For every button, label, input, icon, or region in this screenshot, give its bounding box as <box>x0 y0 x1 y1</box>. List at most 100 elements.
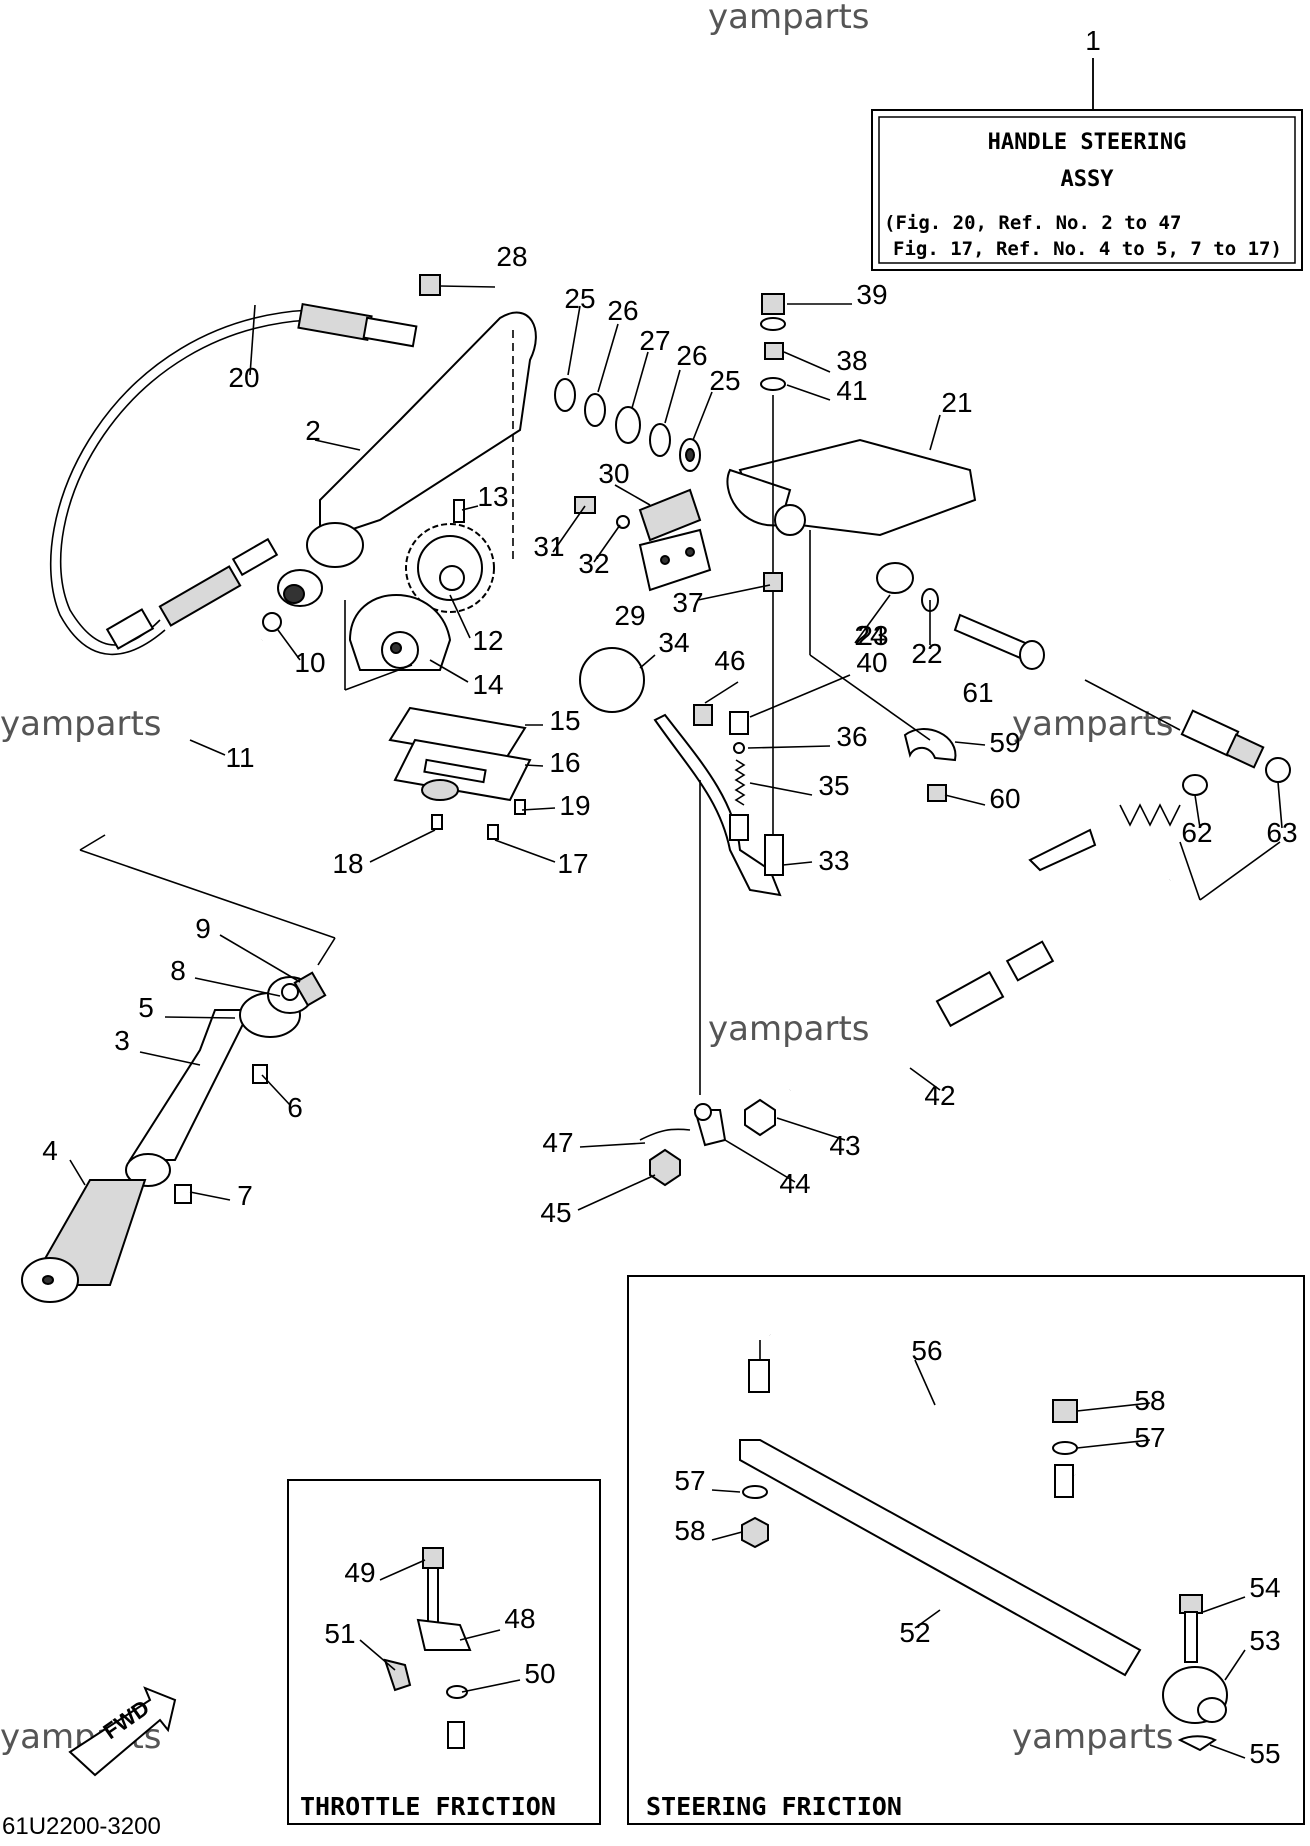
part-washers-25-27 <box>554 378 701 472</box>
leader-line <box>494 839 556 863</box>
leader-line <box>914 1609 941 1629</box>
callout-47: 47 <box>542 1127 573 1158</box>
callout-44: 44 <box>779 1168 810 1199</box>
callout-1: 1 <box>1085 25 1101 56</box>
part-plates-15-16 <box>388 706 532 840</box>
inset-throttle-friction: THROTTLE FRICTION <box>287 1479 601 1825</box>
inset-steering-friction: STEERING FRICTION <box>627 1275 1305 1825</box>
callout-32: 32 <box>578 548 609 579</box>
callout-57: 57 <box>674 1465 705 1496</box>
leader-line <box>697 584 771 601</box>
watermark-center: yamparts <box>708 1009 870 1049</box>
assembly-title-line1: HANDLE STEERING <box>988 130 1187 155</box>
leader-line <box>189 1191 231 1201</box>
callout-51: 51 <box>324 1618 355 1649</box>
leader-line <box>314 439 361 451</box>
callout-43: 43 <box>829 1130 860 1161</box>
leader-line <box>552 505 586 553</box>
callout-33: 33 <box>818 845 849 876</box>
inset-steering-caption: STEERING FRICTION <box>646 1792 902 1821</box>
callout-14: 14 <box>472 669 503 700</box>
callout-4: 4 <box>42 1135 58 1166</box>
leader-line <box>749 782 813 796</box>
leader-line <box>944 794 986 806</box>
part-tiller-arm-2 <box>277 311 537 607</box>
leader-line <box>914 1359 936 1406</box>
leader-line <box>711 1531 743 1541</box>
callout-60: 60 <box>989 783 1020 814</box>
leader-line <box>579 1142 646 1148</box>
leader-line <box>1076 1402 1151 1412</box>
callout-42: 42 <box>924 1080 955 1111</box>
callout-50: 50 <box>524 1658 555 1689</box>
callout-62: 62 <box>1181 817 1212 848</box>
leader-line <box>461 1679 521 1693</box>
callout-18: 18 <box>332 848 363 879</box>
watermark-left: yamparts <box>0 704 162 744</box>
watermark-right: yamparts <box>1012 704 1174 744</box>
leader-line <box>1277 781 1283 829</box>
part-gear-12 <box>405 499 495 613</box>
part-bushing-22-24 <box>876 562 1045 670</box>
leader-line <box>521 807 556 811</box>
leader-line <box>429 659 469 683</box>
leader-line <box>359 1639 396 1671</box>
inset-throttle-caption: THROTTLE FRICTION <box>300 1792 556 1821</box>
leader-line <box>449 594 471 639</box>
leader-line <box>704 681 739 704</box>
callout-45: 45 <box>540 1197 571 1228</box>
callout-13: 13 <box>477 481 508 512</box>
leader-line <box>954 741 986 746</box>
leader-line <box>1202 1596 1246 1613</box>
callout-leader-lines <box>69 58 1283 1759</box>
leader-line <box>461 505 479 511</box>
leader-line <box>692 391 713 441</box>
callout-55: 55 <box>1249 1738 1280 1769</box>
callout-36: 36 <box>836 721 867 752</box>
assembly-note-line2: Fig. 17, Ref. No. 4 to 5, 7 to 17) <box>893 238 1282 260</box>
callout-56: 56 <box>911 1335 942 1366</box>
callout-26: 26 <box>676 340 707 371</box>
part-bracket-21 <box>726 438 977 537</box>
assembly-note-line1: (Fig. 20, Ref. No. 2 to 47 <box>884 212 1181 234</box>
callout-9: 9 <box>195 913 211 944</box>
leader-line <box>439 285 496 288</box>
callout-19: 19 <box>559 790 590 821</box>
callout-3: 3 <box>114 1025 130 1056</box>
assembly-title-line2: ASSY <box>1061 167 1115 192</box>
leader-line <box>749 674 851 718</box>
leader-line <box>249 304 256 376</box>
connector-lines <box>79 330 931 1095</box>
leader-line <box>631 351 649 409</box>
callout-25: 25 <box>564 283 595 314</box>
callout-12: 12 <box>472 625 503 656</box>
callout-21: 21 <box>941 387 972 418</box>
callout-53: 53 <box>1249 1625 1280 1656</box>
callout-30: 30 <box>598 458 629 489</box>
leader-line <box>639 654 656 669</box>
callout-24: 24 <box>854 620 885 651</box>
leader-line <box>194 977 281 997</box>
callout-57: 57 <box>1134 1422 1165 1453</box>
callout-20: 20 <box>228 362 259 393</box>
leader-line <box>786 384 831 401</box>
leader-line <box>261 1074 291 1106</box>
callout-23: 23 <box>857 620 888 651</box>
callout-41: 41 <box>836 375 867 406</box>
callout-58: 58 <box>1134 1385 1165 1416</box>
callout-31: 31 <box>533 531 564 562</box>
leader-line <box>724 1139 796 1183</box>
part-cam-14 <box>344 594 452 691</box>
leader-line <box>567 305 581 376</box>
callout-16: 16 <box>549 747 580 778</box>
assembly-label-box: HANDLE STEERING ASSY (Fig. 20, Ref. No. … <box>871 58 1303 271</box>
leader-line <box>189 739 226 756</box>
callout-49: 49 <box>344 1557 375 1588</box>
part-friction-piece-30 <box>638 488 702 542</box>
callout-6: 6 <box>287 1092 303 1123</box>
callout-17: 17 <box>557 848 588 879</box>
callout-5: 5 <box>138 992 154 1023</box>
leader-line <box>929 414 941 451</box>
leader-line <box>1199 841 1281 901</box>
